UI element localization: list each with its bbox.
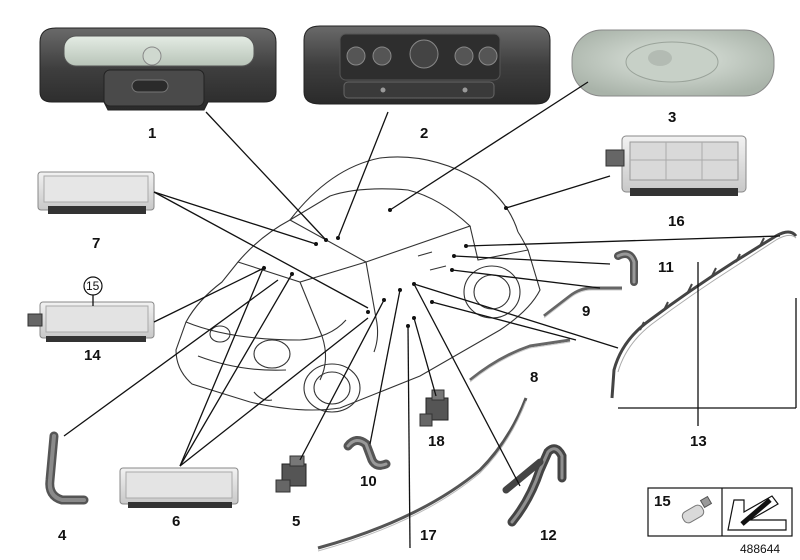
- legend-box: 15: [647, 487, 793, 537]
- label-2: 2: [420, 125, 428, 142]
- reference-number: 488644: [740, 542, 780, 556]
- label-15-circled: 15: [83, 276, 103, 306]
- label-7: 7: [92, 235, 100, 252]
- label-14: 14: [84, 347, 101, 364]
- label-9: 9: [582, 303, 590, 320]
- part-12-hose: [502, 444, 567, 527]
- label-15: 15: [86, 279, 100, 293]
- part-7-lamp: [37, 171, 155, 214]
- arrow-symbol-icon: [727, 495, 787, 531]
- part-17-light-strip: [317, 397, 528, 552]
- part-14-lamp: [27, 301, 155, 342]
- label-3: 3: [668, 109, 676, 126]
- label-17: 17: [420, 527, 437, 544]
- label-11: 11: [658, 259, 674, 276]
- label-1: 1: [148, 125, 156, 142]
- bulb-icon: [681, 495, 713, 524]
- part-1-front-light: [39, 27, 277, 111]
- label-8: 8: [530, 369, 538, 386]
- leader-dots: [262, 206, 508, 328]
- label-6: 6: [172, 513, 180, 530]
- part-6-lamp: [119, 467, 239, 508]
- label-5: 5: [292, 513, 300, 530]
- part-18-connector: [419, 389, 449, 427]
- part-13-roof-strip: [610, 230, 798, 399]
- part-16-lamp: [605, 135, 747, 196]
- label-18: 18: [428, 433, 445, 450]
- part-4-harness: [45, 431, 89, 505]
- part-3-dome-light: [571, 29, 775, 97]
- label-16: 16: [668, 213, 685, 230]
- part-11-hose: [614, 250, 638, 286]
- part-2-switch-panel: [303, 25, 551, 105]
- label-13: 13: [690, 433, 707, 450]
- label-10: 10: [360, 473, 377, 490]
- part-9-light-guide: [543, 286, 622, 319]
- leader-lines: [63, 81, 797, 549]
- label-4: 4: [58, 527, 67, 544]
- part-8-light-guide: [469, 338, 571, 383]
- label-12: 12: [540, 527, 557, 544]
- part-5-connector: [275, 455, 307, 493]
- legend-number: 15: [654, 493, 671, 510]
- part-10-hose: [343, 436, 391, 470]
- car-outline: [175, 156, 541, 413]
